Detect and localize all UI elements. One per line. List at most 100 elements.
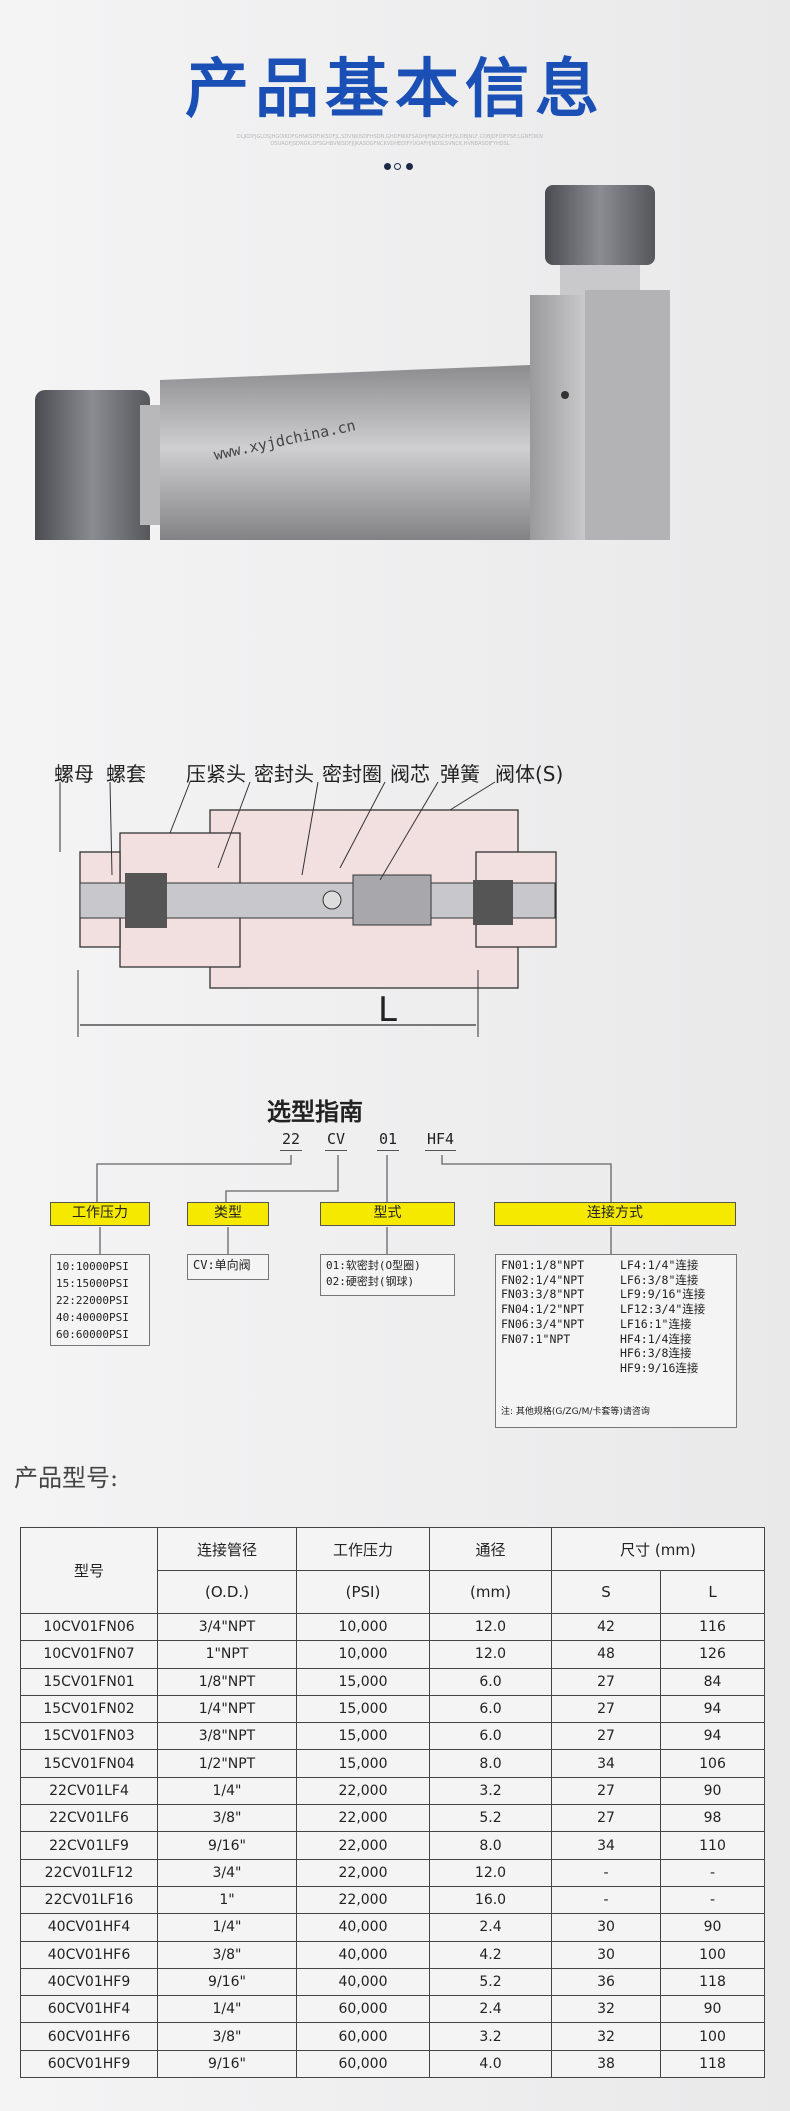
part-label: 弹簧 <box>440 762 480 786</box>
cell-bore: 4.2 <box>429 1940 552 1969</box>
guide-title: 选型指南 <box>267 1098 363 1126</box>
cell-l: 118 <box>660 1967 765 1997</box>
code-part: 22 <box>280 1130 303 1151</box>
cell-bore: 8.0 <box>429 1749 552 1778</box>
cell-od: 9/16" <box>157 1967 297 1997</box>
cell-s: 36 <box>551 1967 661 1997</box>
cell-s: 30 <box>551 1913 661 1942</box>
cell-s: 34 <box>551 1831 661 1860</box>
cell-pressure: 40,000 <box>296 1967 430 1997</box>
cell-pressure: 40,000 <box>296 1913 430 1942</box>
cell-pressure: 22,000 <box>296 1858 430 1887</box>
pagination-dot[interactable] <box>394 163 401 170</box>
col-pressure: 工作压力 <box>296 1527 430 1571</box>
cell-l: 84 <box>660 1667 765 1696</box>
cell-l: 110 <box>660 1831 765 1860</box>
cell-pressure: 10,000 <box>296 1612 430 1642</box>
cell-l: 100 <box>660 2022 765 2051</box>
cell-pressure: 22,000 <box>296 1804 430 1833</box>
cell-pressure: 15,000 <box>296 1694 430 1724</box>
cell-model: 15CV01FN01 <box>20 1667 158 1696</box>
col-s: S <box>551 1570 661 1614</box>
cell-s: - <box>551 1885 661 1915</box>
cell-model: 22CV01LF12 <box>20 1858 158 1887</box>
guide-connectors <box>96 1155 612 1254</box>
cell-model: 60CV01HF6 <box>20 2022 158 2051</box>
part-label: 螺母 <box>54 762 94 786</box>
cell-s: 32 <box>551 2022 661 2051</box>
pressure-options: 10:10000PSI 15:15000PSI 22:22000PSI 40:4… <box>50 1254 150 1346</box>
cell-bore: 5.2 <box>429 1967 552 1997</box>
col-bore-unit: (mm) <box>429 1570 552 1614</box>
cell-s: 32 <box>551 1995 661 2024</box>
cell-model: 15CV01FN03 <box>20 1722 158 1751</box>
cell-pressure: 22,000 <box>296 1831 430 1860</box>
cell-od: 1/4" <box>157 1913 297 1942</box>
pagination-dot[interactable] <box>384 163 391 170</box>
cell-l: 94 <box>660 1694 765 1724</box>
cell-model: 22CV01LF4 <box>20 1776 158 1806</box>
part-label: 密封圈 <box>322 762 382 786</box>
cell-bore: 3.2 <box>429 1776 552 1806</box>
cell-model: 40CV01HF9 <box>20 1967 158 1997</box>
cell-l: 98 <box>660 1804 765 1833</box>
cell-pressure: 15,000 <box>296 1667 430 1696</box>
cell-model: 10CV01FN07 <box>20 1640 158 1669</box>
cell-od: 1/4" <box>157 1776 297 1806</box>
cell-od: 3/8" <box>157 1804 297 1833</box>
code-part: HF4 <box>425 1130 457 1151</box>
cell-od: 9/16" <box>157 2049 297 2079</box>
cell-l: 106 <box>660 1749 765 1778</box>
col-size: 尺寸 (mm) <box>551 1527 765 1571</box>
cell-s: 27 <box>551 1722 661 1751</box>
category-form: 型式 <box>320 1202 455 1226</box>
cell-l: 116 <box>660 1612 765 1642</box>
page-title: 产品基本信息 <box>185 53 605 127</box>
code-part: 01 <box>377 1130 400 1151</box>
cell-pressure: 15,000 <box>296 1749 430 1778</box>
cell-model: 60CV01HF4 <box>20 1995 158 2024</box>
cell-l: - <box>660 1858 765 1887</box>
cell-od: 9/16" <box>157 1831 297 1860</box>
cell-l: 90 <box>660 1913 765 1942</box>
cell-od: 3/8" <box>157 1940 297 1969</box>
cell-od: 3/4"NPT <box>157 1612 297 1642</box>
guide-note: 注: 其他规格(G/ZG/M/卡套等)请咨询 <box>501 1407 650 1417</box>
product-photo: www.xyjdchina.cn <box>35 185 670 540</box>
cell-bore: 16.0 <box>429 1885 552 1915</box>
code-part: CV <box>325 1130 348 1151</box>
col-model: 型号 <box>20 1527 158 1614</box>
cell-pressure: 15,000 <box>296 1722 430 1751</box>
connection-options: FN01:1/8"NPT FN02:1/4"NPT FN03:3/8"NPT F… <box>495 1254 737 1428</box>
pagination-dot[interactable] <box>406 163 413 170</box>
cell-s: 34 <box>551 1749 661 1778</box>
cell-od: 1/2"NPT <box>157 1749 297 1778</box>
cell-s: 38 <box>551 2049 661 2079</box>
cell-s: 27 <box>551 1694 661 1724</box>
cell-s: - <box>551 1858 661 1887</box>
subtitle-filler: OLJKDFJGLDSJHGOIKDFGHNKSDFIIKSDFJL,SDVNK… <box>236 134 544 147</box>
cell-od: 1"NPT <box>157 1640 297 1669</box>
cell-pressure: 22,000 <box>296 1885 430 1915</box>
cell-s: 27 <box>551 1804 661 1833</box>
cell-od: 1/8"NPT <box>157 1667 297 1696</box>
cell-bore: 12.0 <box>429 1640 552 1669</box>
col-od-unit: (O.D.) <box>157 1570 297 1614</box>
cell-l: - <box>660 1885 765 1915</box>
part-label: 密封头 <box>254 762 314 786</box>
cell-od: 3/8"NPT <box>157 1722 297 1751</box>
cell-l: 90 <box>660 1995 765 2024</box>
cell-pressure: 60,000 <box>296 2049 430 2079</box>
